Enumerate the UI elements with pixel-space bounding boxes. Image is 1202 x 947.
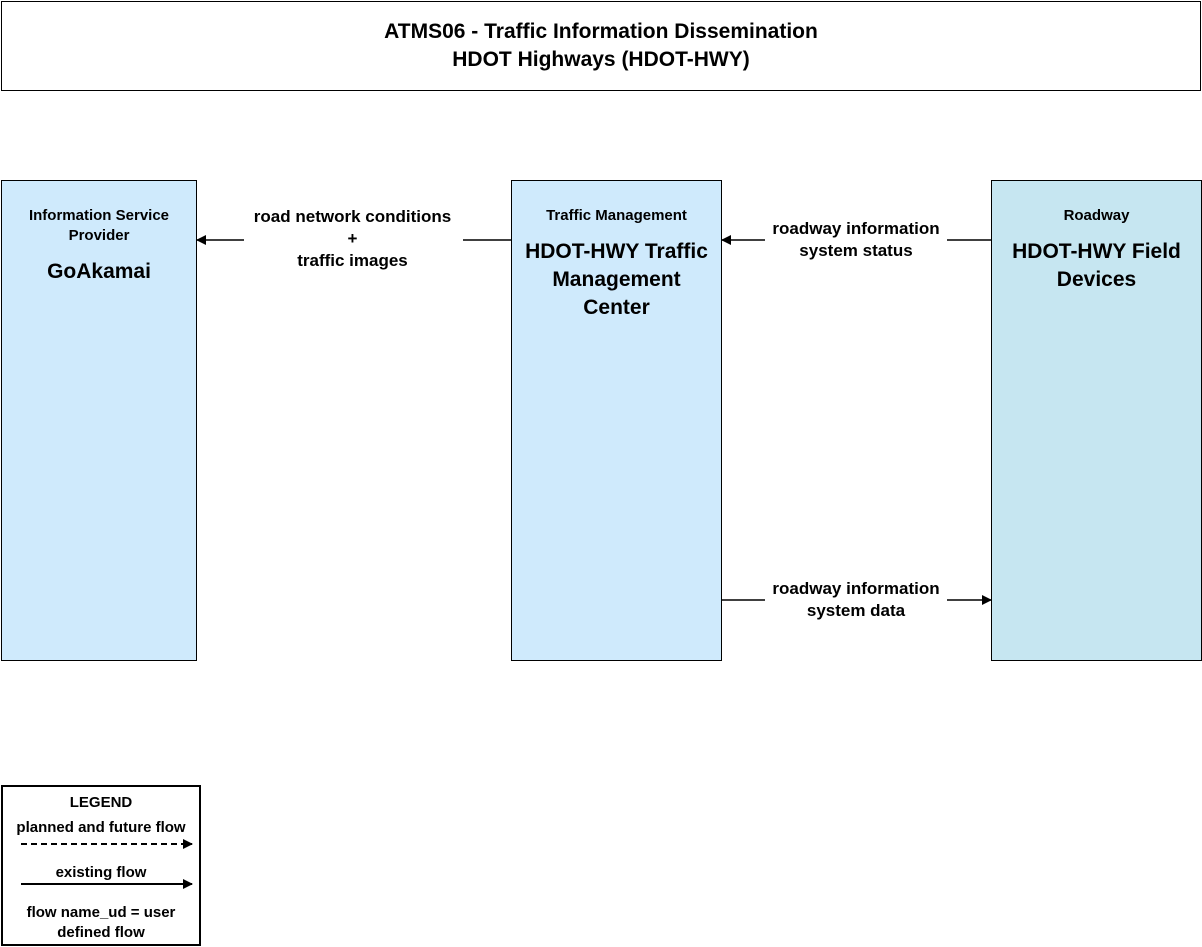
flow-label-road-network-conditions: road network conditions + traffic images: [245, 206, 460, 272]
node-type-label: Traffic Management: [546, 207, 687, 224]
node-information-service-provider: Information Service Provider GoAkamai: [1, 180, 197, 661]
diagram-subtitle: HDOT Highways (HDOT-HWY): [452, 48, 750, 71]
flow-label-line: roadway information: [772, 579, 940, 598]
legend-existing-label: existing flow: [55, 864, 147, 881]
flow-label-line: road network conditions: [253, 207, 452, 226]
flow-label-line: system data: [806, 601, 906, 620]
flow-label-line: roadway information: [772, 219, 940, 238]
legend-user-defined-label: flow name_ud = user defined flow: [26, 904, 176, 941]
flow-label-system-status: roadway information system status: [761, 218, 951, 262]
node-roadway: Roadway HDOT-HWY Field Devices: [991, 180, 1202, 661]
diagram-title-box: ATMS06 - Traffic Information Disseminati…: [1, 1, 1201, 91]
legend-box: LEGEND planned and future flow existing …: [1, 785, 201, 946]
flow-label-line: system status: [799, 241, 913, 260]
node-name-label: HDOT-HWY Field Devices: [1012, 240, 1181, 291]
node-name-label: HDOT-HWY Traffic Management Center: [525, 240, 708, 319]
node-name-label: GoAkamai: [47, 260, 151, 283]
flow-label-line: traffic images: [297, 251, 408, 270]
legend-title: LEGEND: [69, 794, 133, 811]
legend-planned-label: planned and future flow: [16, 819, 186, 836]
flow-label-system-data: roadway information system data: [761, 578, 951, 622]
node-type-label: Roadway: [1063, 207, 1130, 224]
flow-label-line: +: [347, 229, 358, 248]
node-traffic-management: Traffic Management HDOT-HWY Traffic Mana…: [511, 180, 722, 661]
node-type-label: Information Service Provider: [28, 207, 170, 244]
legend-line-samples: [21, 839, 193, 889]
diagram-title: ATMS06 - Traffic Information Disseminati…: [384, 20, 818, 43]
